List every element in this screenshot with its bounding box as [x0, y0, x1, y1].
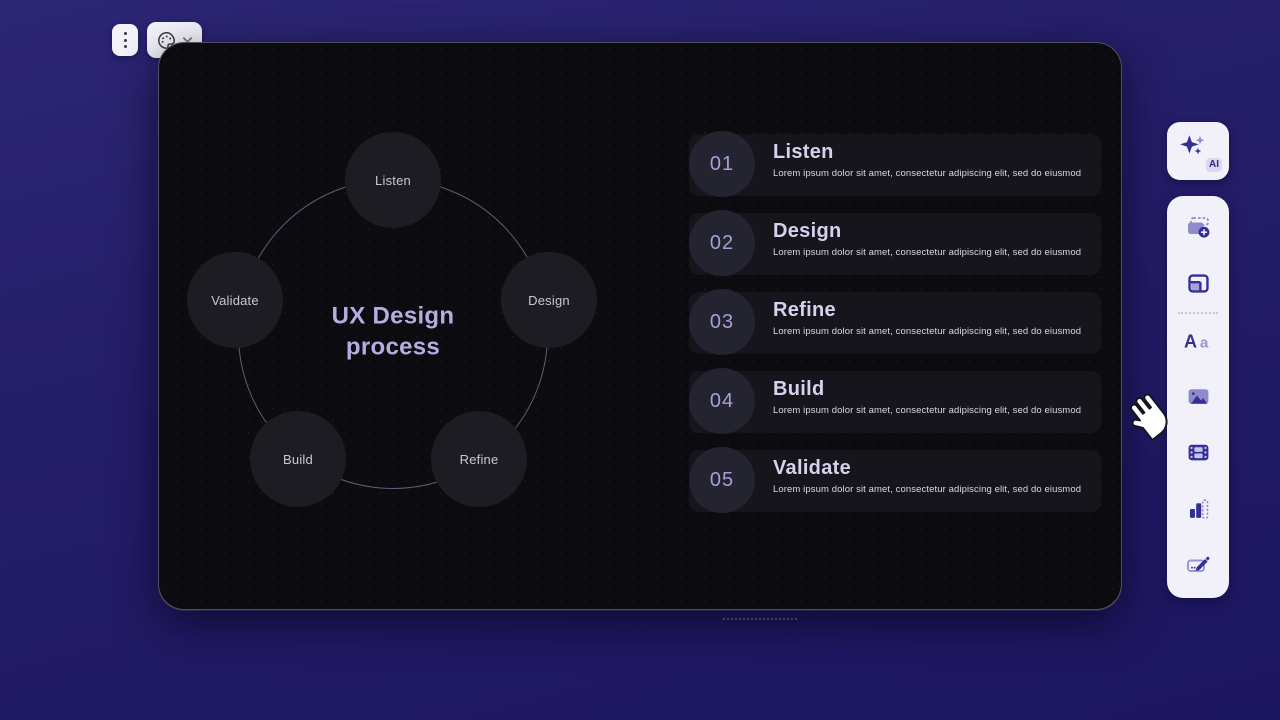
layout-button[interactable] — [1181, 266, 1215, 300]
node-label: Validate — [211, 292, 259, 308]
diagram-node-refine[interactable]: Refine — [431, 411, 527, 507]
list-item-bar — [689, 450, 1101, 512]
list-item-bar — [689, 292, 1101, 354]
list-item-bar — [689, 213, 1101, 275]
list-item-title: Refine — [773, 299, 836, 321]
video-button[interactable] — [1181, 435, 1215, 469]
ai-assistant-button[interactable]: AI — [1167, 122, 1229, 180]
list-item[interactable]: 02 Design Lorem ipsum dolor sit amet, co… — [689, 210, 1101, 276]
diagram-node-listen[interactable]: Listen — [345, 132, 441, 228]
draw-button[interactable] — [1181, 547, 1215, 581]
draw-icon — [1185, 552, 1212, 576]
list-item-title: Listen — [773, 141, 834, 163]
insert-tools-panel: A a — [1167, 196, 1229, 598]
svg-text:a: a — [1200, 335, 1209, 352]
slide-drag-indicator — [723, 618, 797, 620]
list-item-description: Lorem ipsum dolor sit amet, consectetur … — [773, 247, 1082, 258]
list-item-description: Lorem ipsum dolor sit amet, consectetur … — [773, 484, 1082, 495]
list-item-number-badge: 03 — [689, 289, 755, 355]
diagram-center-title: UX Design process — [331, 302, 455, 360]
list-item-description: Lorem ipsum dolor sit amet, consectetur … — [773, 168, 1082, 179]
image-button[interactable] — [1181, 379, 1215, 413]
node-label: Build — [283, 451, 313, 467]
list-item-bar — [689, 134, 1101, 196]
list-item-description: Lorem ipsum dolor sit amet, consectetur … — [773, 405, 1082, 416]
chart-icon — [1186, 496, 1211, 521]
video-icon — [1186, 440, 1211, 465]
chart-button[interactable] — [1181, 491, 1215, 525]
node-label: Refine — [459, 451, 499, 467]
add-slide-button[interactable] — [1181, 210, 1215, 244]
text-button[interactable]: A a — [1181, 324, 1215, 358]
list-item-title: Build — [773, 378, 825, 400]
list-item-description: Lorem ipsum dolor sit amet, consectetur … — [773, 326, 1082, 337]
diagram-node-build[interactable]: Build — [250, 411, 346, 507]
slide-canvas[interactable]: Listen Design Refine Build Validate UX D… — [158, 42, 1122, 610]
add-slide-icon — [1185, 215, 1212, 240]
text-style-icon: A a — [1183, 329, 1214, 353]
ai-label: AI — [1206, 158, 1222, 172]
list-item-number-badge: 01 — [689, 131, 755, 197]
list-item[interactable]: 04 Build Lorem ipsum dolor sit amet, con… — [689, 368, 1101, 434]
chevron-down-icon — [182, 36, 193, 44]
svg-text:A: A — [1184, 332, 1197, 352]
list-item-bar — [689, 371, 1101, 433]
image-icon — [1186, 384, 1211, 409]
diagram-node-validate[interactable]: Validate — [187, 252, 283, 348]
list-item-number-badge: 02 — [689, 210, 755, 276]
more-options-button[interactable] — [112, 24, 138, 56]
diagram-node-design[interactable]: Design — [501, 252, 597, 348]
list-item-title: Design — [773, 220, 842, 242]
list-item[interactable]: 01 Listen Lorem ipsum dolor sit amet, co… — [689, 131, 1101, 197]
list-item[interactable]: 03 Refine Lorem ipsum dolor sit amet, co… — [689, 289, 1101, 355]
list-item-number-badge: 04 — [689, 368, 755, 434]
list-item-title: Validate — [773, 457, 851, 479]
tools-divider — [1178, 312, 1218, 314]
node-label: Listen — [375, 172, 411, 188]
list-item[interactable]: 05 Validate Lorem ipsum dolor sit amet, … — [689, 447, 1101, 513]
list-item-number-badge: 05 — [689, 447, 755, 513]
sparkles-icon — [1177, 130, 1211, 164]
kebab-menu-icon — [123, 32, 127, 35]
layout-icon — [1186, 271, 1211, 296]
node-label: Design — [528, 292, 570, 308]
